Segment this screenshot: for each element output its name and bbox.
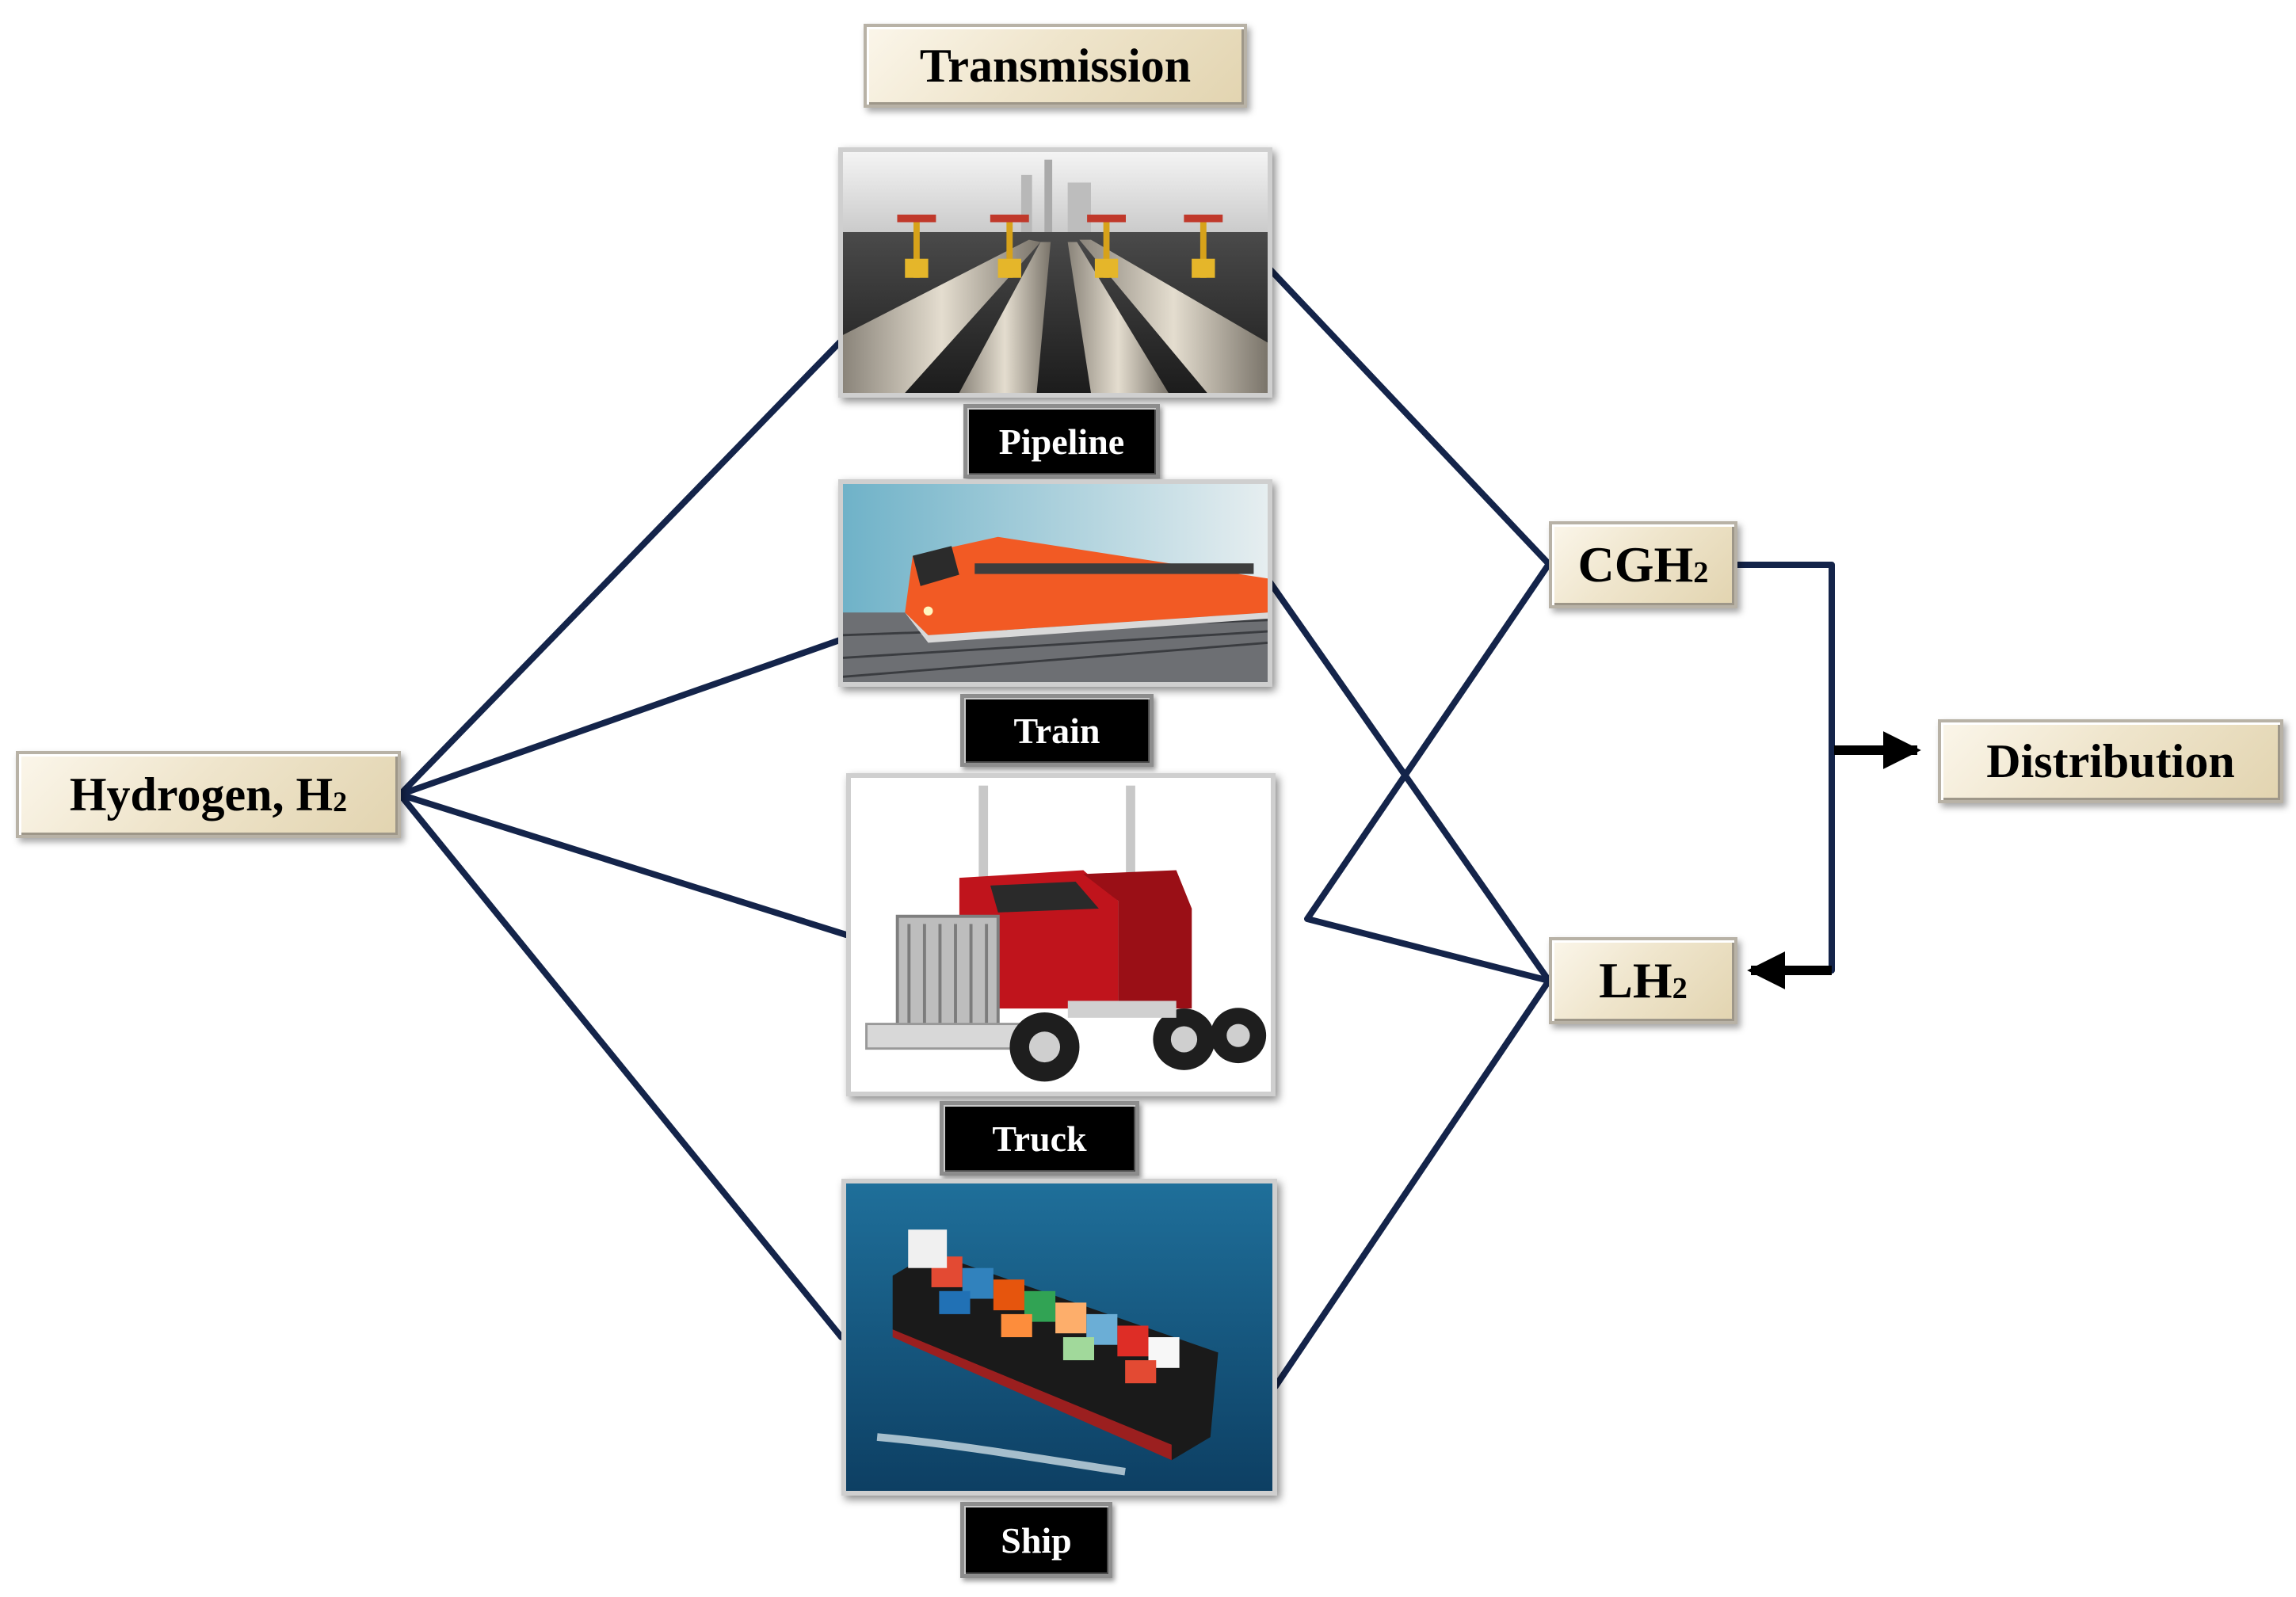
lh2-label: LH	[1599, 952, 1672, 1008]
line-ship-lh2	[1272, 978, 1552, 1389]
line-hydrogen-ship	[397, 791, 845, 1340]
ship-photo-icon	[846, 1183, 1272, 1491]
truck-photo-icon	[851, 778, 1271, 1092]
cgh2-label: CGH	[1577, 536, 1694, 593]
transmission-title: Transmission	[864, 24, 1247, 108]
train-label: Train	[960, 694, 1154, 767]
distribution-label: Distribution	[1986, 734, 2235, 787]
truck-label: Truck	[940, 1101, 1139, 1176]
line-pipeline-cgh2	[1267, 266, 1552, 567]
truck-label-text: Truck	[992, 1118, 1087, 1159]
bracket-connector	[1732, 562, 1835, 974]
pipeline-photo-icon	[843, 152, 1268, 393]
pipeline-label: Pipeline	[963, 404, 1160, 478]
pipeline-label-text: Pipeline	[998, 421, 1125, 462]
hydrogen-label: Hydrogen, H	[69, 768, 334, 821]
ship-label: Ship	[960, 1502, 1112, 1578]
pipeline-image	[838, 147, 1272, 398]
train-label-text: Train	[1013, 710, 1100, 751]
line-train-lh2	[1267, 579, 1552, 984]
ship-image	[841, 1179, 1277, 1496]
ship-label-text: Ship	[1001, 1519, 1072, 1561]
line-hydrogen-pipeline	[397, 339, 843, 798]
truck-image	[846, 773, 1276, 1096]
train-photo-icon	[843, 484, 1268, 682]
train-image	[838, 479, 1272, 687]
line-hydrogen-truck	[397, 791, 849, 938]
line-hydrogen-train	[397, 637, 843, 798]
line-truck-cgh2-lh2	[1304, 561, 1552, 984]
distribution-box: Distribution	[1938, 719, 2283, 803]
title-text: Transmission	[919, 39, 1192, 92]
